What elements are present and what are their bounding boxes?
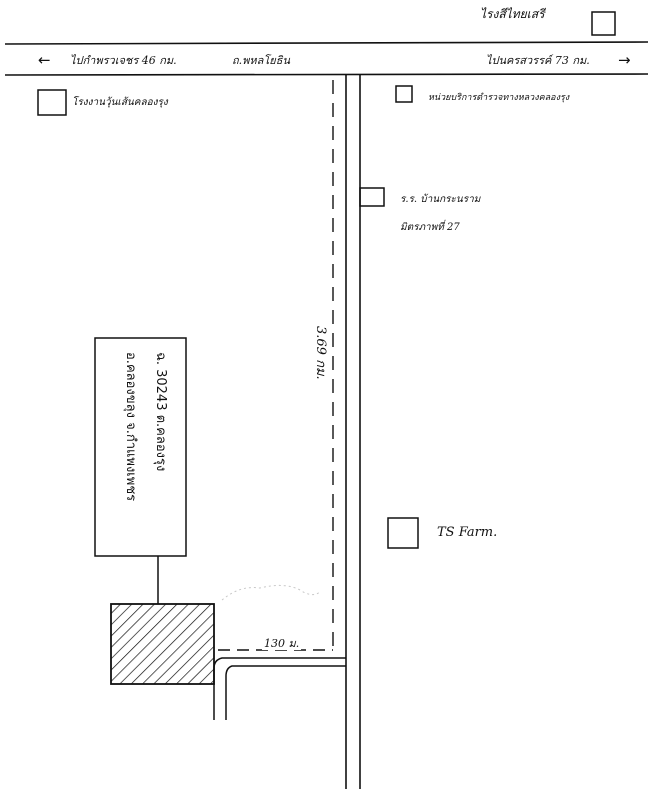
vertical-distance-label: 3.69 กม.: [313, 326, 328, 380]
parcel-text-line1: ฉ. 30243 ต.คลองรุง: [153, 352, 168, 472]
road-to-right-label: ไปนครสวรรค์ 73 กม.: [486, 54, 590, 67]
highway-bottom-edge: [4, 73, 649, 76]
left-factory-label: โรงงานวุ้นเส้นคลองรุง: [72, 97, 168, 108]
parcel-label-box: [94, 337, 187, 557]
service-unit-label: หน่วยบริการตำรวจทางหลวงคลองรุง: [428, 93, 570, 103]
road-to-left-label: ไปกำพรวเจชร 46 กม.: [70, 54, 177, 67]
service-unit-box: [395, 85, 413, 103]
right-arrow: →: [618, 51, 631, 69]
horizontal-distance-label: 130 ม.: [262, 637, 302, 651]
school-label-line1: ร.ร. บ้านกระนราม: [400, 194, 481, 205]
left-factory-box: [37, 89, 67, 116]
land-parcel: [110, 603, 215, 685]
faint-smudge: [221, 584, 321, 601]
highway-top-edge: [4, 41, 649, 45]
school-box: [359, 187, 385, 207]
school-label-line2: มิตรภาพที่ 27: [400, 222, 460, 233]
main-road-label: ถ.พหลโยธิน: [232, 54, 290, 67]
top-right-landmark-box: [591, 11, 616, 36]
left-arrow: ←: [38, 51, 51, 69]
top-right-landmark-label: ไรงสีไทยเสรี: [480, 7, 545, 21]
access-road-bottom-edge: [225, 665, 346, 720]
access-road-top-edge: [213, 657, 346, 720]
ts-farm-label: TS Farm.: [437, 525, 498, 540]
parcel-text-line2: อ.คลองขลุง จ.กำแพงเพชร: [123, 352, 138, 502]
ts-farm-box: [387, 517, 419, 549]
